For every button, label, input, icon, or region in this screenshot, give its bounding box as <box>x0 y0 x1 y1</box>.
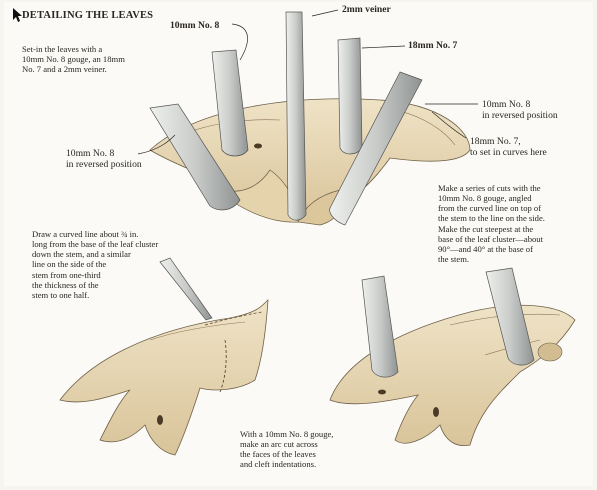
label-line: to set in curves here <box>470 147 547 158</box>
label-right-reversed: 10mm No. 8 in reversed position <box>482 99 558 122</box>
curved-line: the thickness of the <box>32 280 158 290</box>
cuts-line: 90°—and 40° at the base of <box>438 244 545 254</box>
curved-line: stem to one half. <box>32 290 158 300</box>
lower-right-wood-carving <box>330 305 575 445</box>
label-line: 10mm No. 8 <box>482 99 558 110</box>
cuts-line: base of the leaf cluster—about <box>438 234 545 244</box>
cuts-line: from the curved line on top of <box>438 203 545 213</box>
arc-paragraph: With a 10mm No. 8 gouge, make an arc cut… <box>240 429 333 470</box>
curved-line: Draw a curved line about ¾ in. <box>32 229 158 239</box>
lower-left-wood-carving <box>60 300 268 455</box>
arc-line: and cleft indentations. <box>240 459 333 469</box>
arc-line: make an arc cut across <box>240 439 333 449</box>
arc-line: With a 10mm No. 8 gouge, <box>240 429 333 439</box>
label-line: in reversed position <box>482 110 558 121</box>
label-2mm-veiner: 2mm veiner <box>342 4 391 15</box>
lower-left-knife <box>160 258 212 320</box>
intro-line: Set-in the leaves with a <box>22 44 125 54</box>
label-10mm-gouge: 10mm No. 8 <box>170 20 219 31</box>
cuts-line: Make a series of cuts with the <box>438 183 545 193</box>
curved-line: stem from one-third <box>32 270 158 280</box>
cuts-line: Make the cut steepest at the <box>438 224 545 234</box>
curved-line: down the stem, and a similar <box>32 249 158 259</box>
label-line: in reversed position <box>66 159 142 170</box>
curved-line: line on the side of the <box>32 259 158 269</box>
label-18mm-gouge: 18mm No. 7 <box>408 40 457 51</box>
curved-line-paragraph: Draw a curved line about ¾ in. long from… <box>32 229 158 300</box>
label-left-reversed: 10mm No. 8 in reversed position <box>66 148 142 171</box>
cuts-line: the stem. <box>438 254 545 264</box>
top-veiner <box>286 12 306 220</box>
page-title: DETAILING THE LEAVES <box>22 10 153 22</box>
cuts-line: 10mm No. 8 gouge, angled <box>438 193 545 203</box>
arc-line: the faces of the leaves <box>240 449 333 459</box>
intro-paragraph: Set-in the leaves with a 10mm No. 8 goug… <box>22 44 125 74</box>
intro-line: No. 7 and a 2mm veiner. <box>22 64 125 74</box>
cuts-line: the stem to the line on the side. <box>438 213 545 223</box>
curved-line: long from the base of the leaf cluster <box>32 239 158 249</box>
top-gouge-18mm <box>338 38 362 154</box>
label-right-curves: 18mm No. 7, to set in curves here <box>470 136 547 159</box>
intro-line: 10mm No. 8 gouge, an 18mm <box>22 54 125 64</box>
label-line: 18mm No. 7, <box>470 136 547 147</box>
cuts-paragraph: Make a series of cuts with the 10mm No. … <box>438 183 545 264</box>
label-line: 10mm No. 8 <box>66 148 142 159</box>
